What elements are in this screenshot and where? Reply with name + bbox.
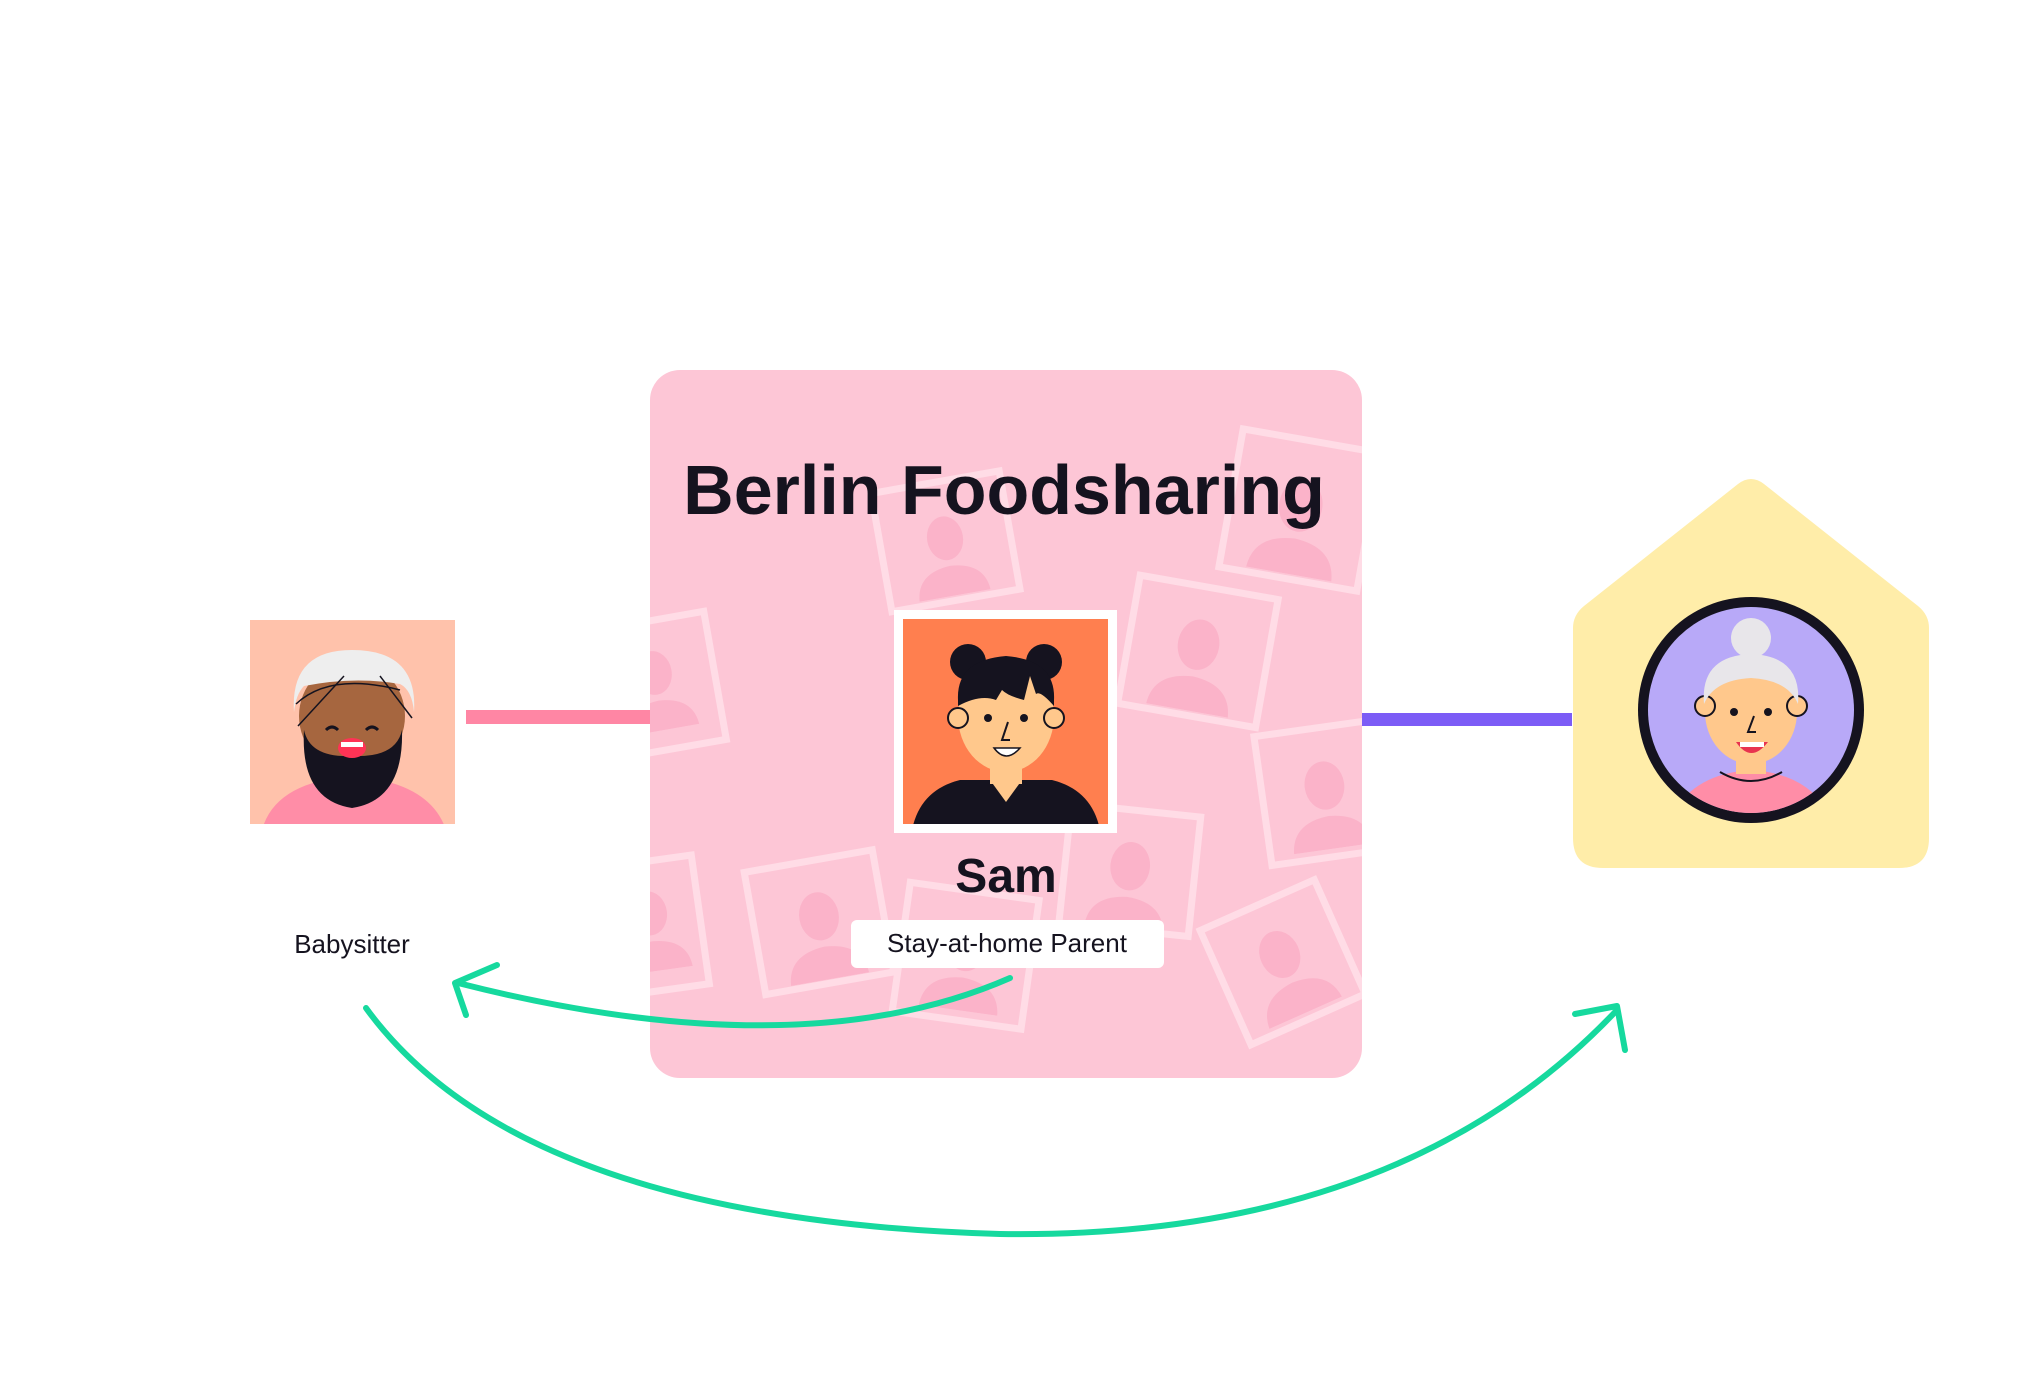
center-person-role: Stay-at-home Parent [887, 928, 1128, 958]
center-person-role-badge: Stay-at-home Parent [851, 920, 1164, 968]
center-person-avatar [894, 610, 1117, 833]
connector-right [1358, 713, 1572, 726]
center-person-name: Sam [955, 850, 1056, 903]
group-title: Berlin Foodsharing [683, 451, 1325, 529]
arrow-center-to-babysitter [452, 962, 1013, 1029]
left-person-role: Babysitter [294, 929, 410, 959]
right-person-avatar [1638, 597, 1864, 823]
arrow-babysitter-to-house [363, 1003, 1628, 1238]
left-person-avatar [250, 620, 455, 824]
